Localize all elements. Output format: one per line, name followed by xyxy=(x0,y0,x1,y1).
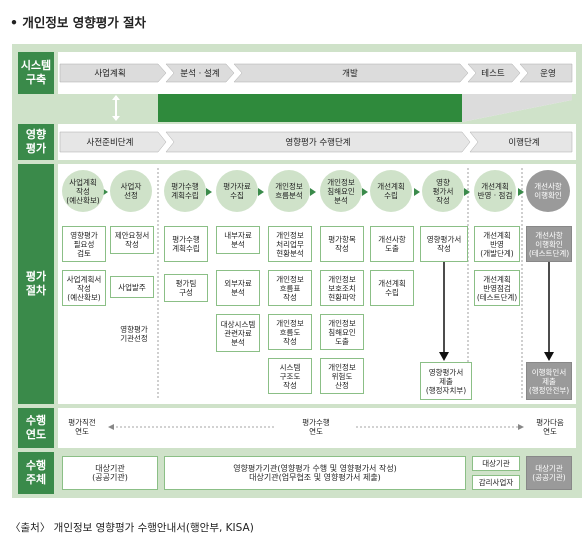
item-team-form: 평가팀 구성 xyxy=(164,274,208,302)
step-implement-check: 개선사항 이행확인 xyxy=(526,170,570,212)
step-report-write: 영향 평가서 작성 xyxy=(422,170,464,212)
connector-area xyxy=(112,94,572,122)
assessment-phase-arrows xyxy=(59,131,573,153)
item-process-status: 개인정보 처리업무 현황분석 xyxy=(268,226,312,262)
subject-auditor: 감리사업자 xyxy=(472,475,520,490)
item-plan-establish: 평가수행 계획수립 xyxy=(164,226,208,262)
item-external-analysis: 외부자료 분석 xyxy=(216,270,260,306)
item-report-write: 영향평가서 작성 xyxy=(420,226,468,262)
item-improve-establish: 개선계획 수립 xyxy=(370,270,414,306)
item-necessity-review: 영향평가 필요성 검토 xyxy=(62,226,106,262)
phase-prep: 사전준비단계 xyxy=(86,138,134,148)
row-label-assessment: 영향 평가 xyxy=(18,124,54,160)
item-agency-select: 영향평가 기관선정 xyxy=(120,325,148,343)
item-eval-items: 평가항목 작성 xyxy=(320,226,364,262)
item-flow-table: 개인정보 흐름표 작성 xyxy=(268,270,312,306)
page-title: • 개인정보 영향평가 절차 xyxy=(10,15,147,30)
item-apply-dev: 개선계획 반영 (개발단계) xyxy=(474,226,520,262)
step-plan-establish: 평가수행 계획수립 xyxy=(164,170,206,212)
subject-client-3: 대상기관 (공공기관) xyxy=(526,456,572,490)
subject-client-2: 대상기관 xyxy=(472,456,520,471)
system-phase-arrows xyxy=(59,63,573,83)
procedure-dividers xyxy=(157,168,523,400)
item-risk-level: 개인정보 위험도 산정 xyxy=(320,358,364,394)
step-risk-analysis: 개인정보 침해요인 분석 xyxy=(320,170,362,212)
item-implement-submit: 이행확인서 제출 (행정안전부) xyxy=(526,362,572,400)
phase-dev: 개발 xyxy=(342,69,358,79)
subject-client: 대상기관 (공공기관) xyxy=(62,456,158,490)
item-flow-chart: 개인정보 흐름도 작성 xyxy=(268,314,312,350)
item-system-structure: 시스템 구조도 작성 xyxy=(268,358,312,394)
item-implement-confirm: 개선사항 이행확인 (테스트단계) xyxy=(526,226,572,262)
row-label-system: 시스템 구축 xyxy=(18,52,54,94)
step-improve-plan: 개선계획 수립 xyxy=(370,170,412,212)
item-system-doc-analysis: 대상시스템 관련자료 분석 xyxy=(216,314,260,352)
step-vendor-select: 사업자 선정 xyxy=(110,170,152,212)
phase-design: 분석 · 설계 xyxy=(180,69,220,79)
arrow-down-implement xyxy=(544,262,554,361)
phase-test: 테스트 xyxy=(481,69,505,79)
item-protection-status: 개인정보 보호조치 현황파악 xyxy=(320,270,364,306)
step-improve-apply: 개선계획 반영 · 점검 xyxy=(474,170,516,212)
item-plan-write: 사업계획서 작성 (예산확보) xyxy=(62,270,106,306)
item-order: 사업발주 xyxy=(110,276,154,298)
phase-implement: 이행단계 xyxy=(508,138,540,148)
phase-perform: 영향평가 수행단계 xyxy=(285,138,351,148)
item-rfp-write: 제안요청서 작성 xyxy=(110,226,154,254)
phase-operate: 운영 xyxy=(540,69,556,79)
row-label-subject: 수행 주체 xyxy=(18,452,54,494)
year-current: 평가수행 연도 xyxy=(276,414,356,440)
item-report-submit: 영향평가서 제출 (행정자치부) xyxy=(420,362,472,400)
item-risk-derive: 개인정보 침해요인 도출 xyxy=(320,314,364,350)
row-label-year: 수행 연도 xyxy=(18,408,54,448)
arrow-down-report xyxy=(439,262,449,361)
step-data-collect: 평가자료 수집 xyxy=(216,170,258,212)
item-internal-analysis: 내부자료 분석 xyxy=(216,226,260,254)
step-business-plan: 사업계획 작성 (예산확보) xyxy=(62,170,104,212)
phase-plan: 사업계획 xyxy=(94,69,126,79)
item-improve-derive: 개선사항 도출 xyxy=(370,226,414,262)
year-next: 평가다음 연도 xyxy=(536,418,564,436)
row-label-procedure: 평가 절차 xyxy=(18,164,54,404)
year-prior: 평가직전 연도 xyxy=(68,418,96,436)
step-flow-analysis: 개인정보 흐름분석 xyxy=(268,170,310,212)
source-caption: 〈출처〉 개인정보 영향평가 수행안내서(행안부, KISA) xyxy=(10,522,254,534)
item-apply-test: 개선계획 반영점검 (테스트단계) xyxy=(474,270,520,306)
subject-agency: 영향평가기관(영향평가 수행 및 영향평가서 작성) 대상기관(업무협조 및 영… xyxy=(164,456,466,490)
